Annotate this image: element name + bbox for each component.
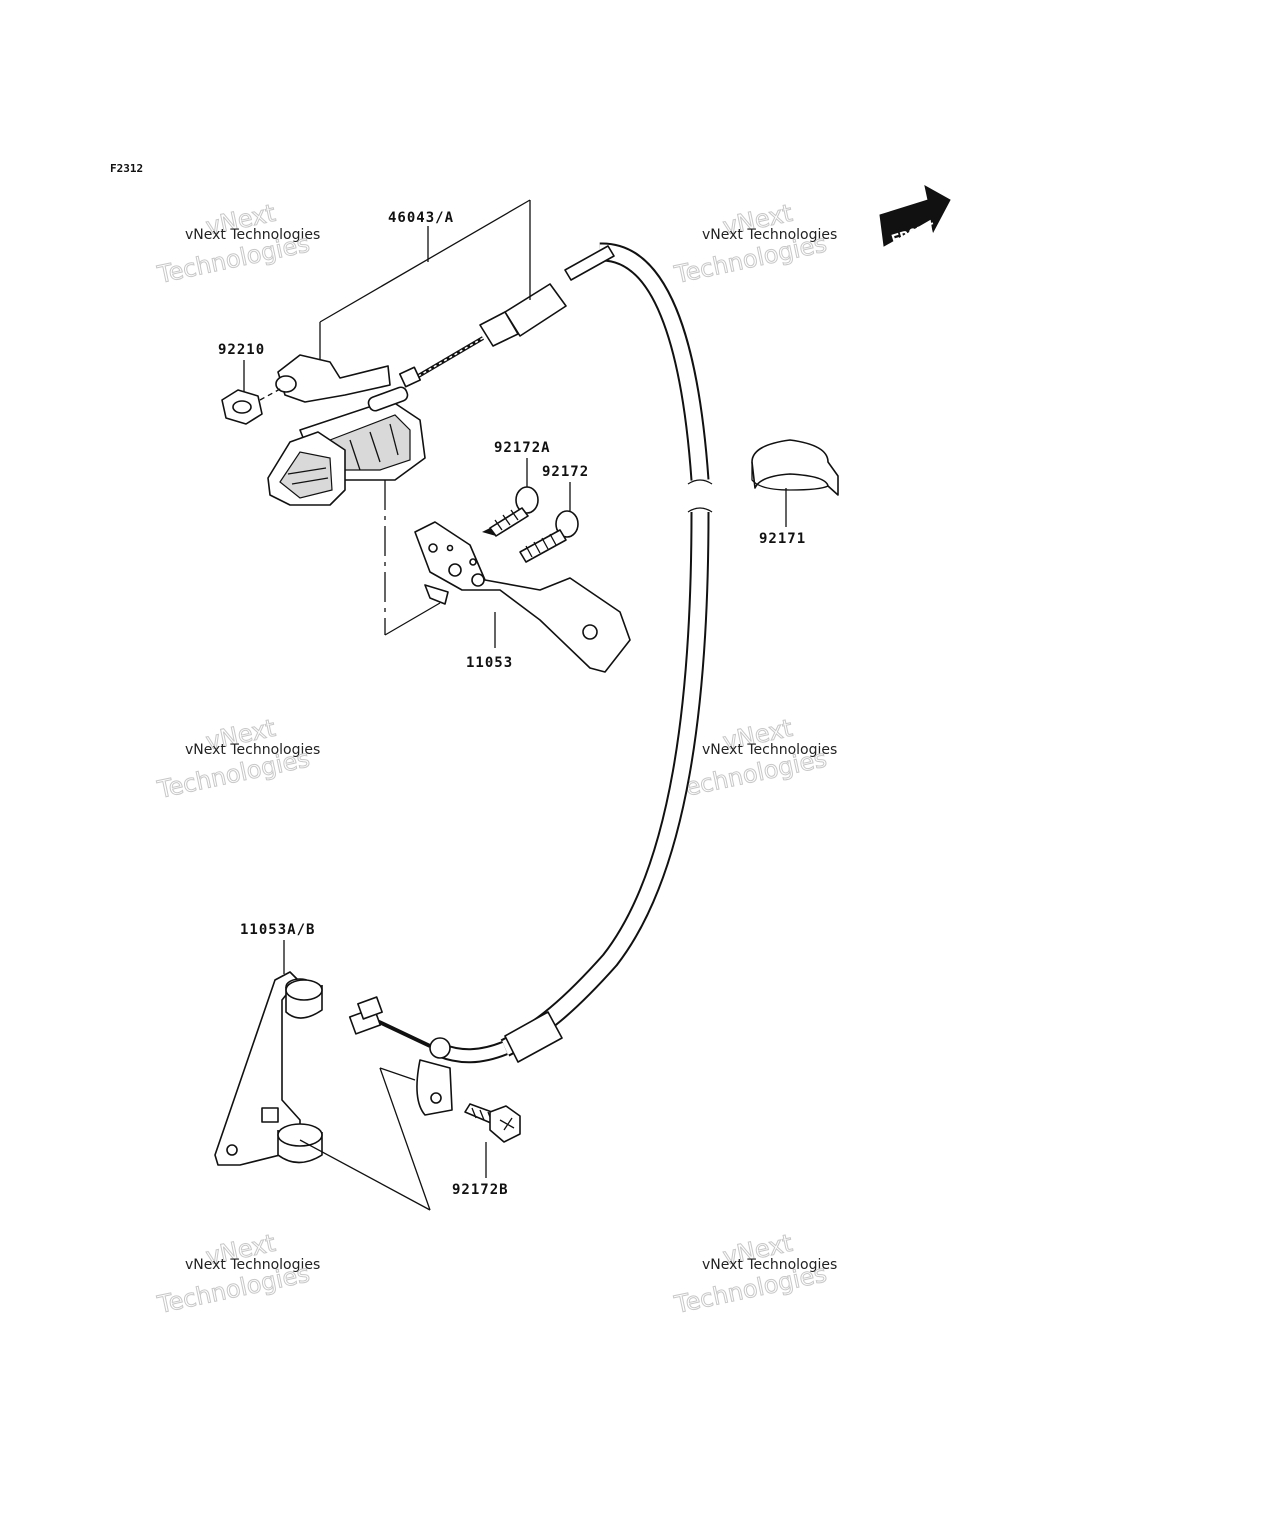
label-11053A-B: 11053A/B	[240, 922, 315, 938]
label-92172A: 92172A	[494, 440, 551, 456]
nut-92210	[221, 387, 283, 425]
svg-text:vNext Technologies: vNext Technologies	[185, 227, 320, 243]
label-11053: 11053	[466, 655, 513, 671]
throttle-lever	[267, 354, 426, 506]
svg-text:vNext Technologies: vNext Technologies	[702, 742, 837, 758]
bracket-11053	[414, 521, 631, 673]
svg-text:vNext Technologies: vNext Technologies	[185, 742, 320, 758]
bolt-92172A	[482, 486, 539, 537]
bolt-92172B	[464, 1103, 521, 1143]
label-92210: 92210	[218, 342, 265, 358]
label-92171: 92171	[759, 531, 806, 547]
cable-assembly	[348, 242, 713, 1116]
bolt-92172	[519, 510, 579, 563]
front-arrow-icon: FRONT	[879, 185, 951, 250]
svg-text:vNext Technologies: vNext Technologies	[702, 227, 837, 243]
label-92172B: 92172B	[452, 1182, 509, 1198]
svg-text:vNext Technologies: vNext Technologies	[185, 1257, 320, 1273]
label-92172: 92172	[542, 464, 589, 480]
figure-code: F2312	[110, 162, 143, 175]
svg-text:vNext Technologies: vNext Technologies	[702, 1257, 837, 1273]
leader-lines	[243, 199, 787, 1211]
clamp-92171	[751, 439, 839, 496]
bracket-11053A-B	[214, 971, 323, 1166]
label-46043-A: 46043/A	[388, 210, 454, 226]
